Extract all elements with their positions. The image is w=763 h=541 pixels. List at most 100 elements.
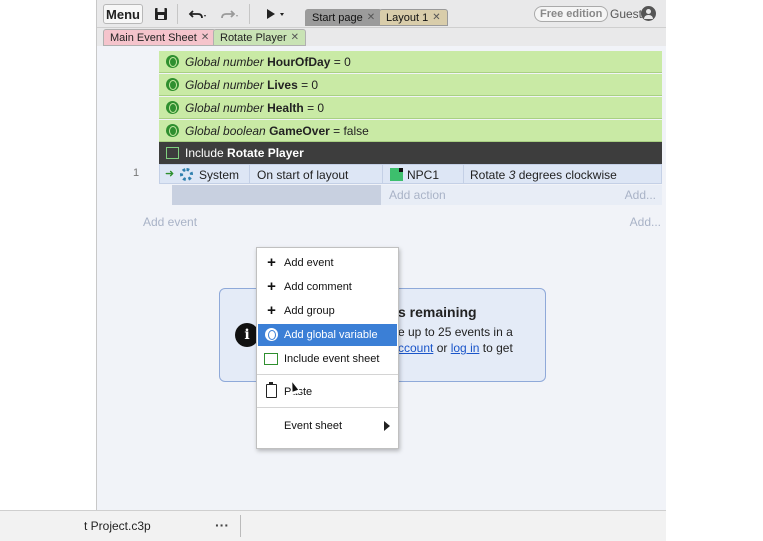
tab-label: Rotate Player	[220, 31, 287, 44]
event-sheet-area[interactable]: Global number HourOfDay = 0 Global numbe…	[97, 46, 667, 510]
info-icon: i	[235, 323, 259, 347]
menu-button[interactable]: Menu	[103, 4, 143, 24]
global-variable-row[interactable]: Global number Lives = 0	[159, 74, 662, 96]
menu-item-label: Add event	[284, 257, 334, 269]
include-sheet-row[interactable]: Include Rotate Player	[159, 142, 662, 164]
right-blank-area	[666, 0, 763, 541]
project-filename[interactable]: t Project.c3p	[84, 519, 151, 533]
notice-end: to get	[482, 341, 513, 355]
menu-item-label: Add global variable	[284, 329, 378, 341]
event-condition-spacer	[172, 185, 381, 205]
menu-separator	[257, 407, 398, 408]
tab-layout-1[interactable]: Layout 1 ✕	[379, 9, 448, 26]
divider	[463, 165, 464, 183]
divider	[249, 165, 250, 183]
close-icon[interactable]: ✕	[366, 12, 376, 23]
close-icon[interactable]: ✕	[290, 32, 300, 43]
add-more-link[interactable]: Add...	[624, 188, 656, 202]
variable-value: = 0	[333, 54, 351, 69]
left-blank-area	[0, 0, 96, 541]
context-menu: + Add event + Add comment + Add group Ad…	[256, 247, 399, 449]
plus-icon: +	[267, 302, 276, 319]
tab-label: Main Event Sheet	[110, 31, 197, 44]
menu-item-event-sheet[interactable]: Event sheet	[258, 415, 397, 437]
menu-item-paste[interactable]: Paste	[258, 381, 397, 403]
add-event-link[interactable]: Add event	[143, 215, 198, 229]
add-action-link[interactable]: Add action	[389, 188, 446, 202]
variable-name: Lives	[267, 77, 298, 92]
variable-type: Global number	[185, 54, 264, 69]
redo-icon[interactable]	[217, 4, 243, 24]
global-variable-row[interactable]: Global boolean GameOver = false	[159, 120, 662, 142]
action-rest: degrees clockwise	[518, 168, 617, 182]
guest-label[interactable]: Guest	[610, 7, 643, 21]
add-more-link[interactable]: Add...	[629, 215, 661, 229]
menu-item-label: Add comment	[284, 281, 352, 293]
notice-text: e up to 25 events in a	[398, 325, 513, 339]
free-edition-badge[interactable]: Free edition	[534, 6, 609, 22]
variable-value: = 0	[307, 100, 325, 115]
action-verb: Rotate	[470, 168, 506, 182]
tab-rotate-player[interactable]: Rotate Player ✕	[213, 29, 307, 46]
event-action[interactable]: Rotate 3 degrees clockwise	[470, 168, 617, 182]
globe-icon	[166, 124, 179, 137]
action-value: 3	[508, 168, 516, 182]
menu-item-add-group[interactable]: + Add group	[258, 300, 397, 322]
play-icon[interactable]	[261, 4, 289, 24]
menu-item-label: Add group	[284, 305, 335, 317]
event-number: 1	[133, 167, 140, 179]
variable-name: HourOfDay	[267, 54, 331, 69]
include-sheet-name: Rotate Player	[227, 146, 304, 160]
event-row[interactable]: ➜ System On start of layout NPC1 Rotate …	[159, 164, 662, 184]
variable-type: Global number	[185, 100, 264, 115]
global-variable-row[interactable]: Global number Health = 0	[159, 97, 662, 119]
globe-icon	[166, 101, 179, 114]
variable-value: = 0	[301, 77, 319, 92]
menu-item-add-event[interactable]: + Add event	[258, 252, 397, 274]
event-condition[interactable]: On start of layout	[257, 168, 349, 182]
tab-label: Layout 1	[386, 11, 429, 24]
sprite-icon	[390, 168, 403, 181]
construct-editor-window: Menu Start page ✕ Layout 1 ✕ Free editio…	[96, 0, 667, 510]
globe-icon	[265, 328, 278, 341]
include-sheet-icon	[264, 353, 278, 365]
global-variable-row[interactable]: Global number HourOfDay = 0	[159, 51, 662, 73]
variable-type: Global boolean	[185, 123, 266, 138]
menu-item-add-comment[interactable]: + Add comment	[258, 276, 397, 298]
toolbar-divider	[249, 4, 250, 24]
globe-icon	[166, 55, 179, 68]
tab-main-event-sheet[interactable]: Main Event Sheet ✕	[103, 29, 217, 46]
menu-separator	[257, 374, 398, 375]
include-prefix: Include	[185, 146, 224, 160]
status-bar: t Project.c3p ···	[0, 510, 666, 541]
menu-item-include-event-sheet[interactable]: Include event sheet	[258, 348, 397, 370]
main-toolbar: Menu Start page ✕ Layout 1 ✕ Free editio…	[97, 0, 667, 28]
undo-icon[interactable]	[185, 4, 211, 24]
divider	[382, 165, 383, 183]
log-in-link[interactable]: log in	[450, 341, 480, 355]
submenu-arrow-icon	[384, 421, 390, 431]
action-object[interactable]: NPC1	[407, 168, 440, 182]
user-avatar-icon[interactable]	[641, 6, 656, 21]
event-object[interactable]: System	[199, 168, 240, 182]
notice-title: s remaining	[398, 304, 477, 320]
create-account-link[interactable]: ccount	[398, 341, 434, 355]
variable-value: = false	[333, 123, 369, 138]
globe-icon	[166, 78, 179, 91]
more-options-icon[interactable]: ···	[215, 517, 229, 533]
save-icon[interactable]	[151, 4, 171, 24]
tab-label: Start page	[312, 11, 363, 24]
menu-item-add-global-variable[interactable]: Add global variable	[258, 324, 397, 346]
clipboard-icon	[266, 382, 277, 398]
divider	[240, 515, 241, 537]
plus-icon: +	[267, 254, 276, 271]
gear-icon	[180, 168, 193, 181]
notice-text: ccount or log in to get	[398, 341, 513, 355]
add-action-row[interactable]: Add action Add...	[381, 185, 662, 205]
variable-name: Health	[267, 100, 304, 115]
close-icon[interactable]: ✕	[432, 12, 441, 23]
event-sheet-tabs: Main Event Sheet ✕ Rotate Player ✕	[97, 28, 667, 46]
menu-item-label: Include event sheet	[284, 353, 380, 365]
tab-start-page[interactable]: Start page ✕	[305, 9, 383, 26]
close-icon[interactable]: ✕	[200, 32, 210, 43]
